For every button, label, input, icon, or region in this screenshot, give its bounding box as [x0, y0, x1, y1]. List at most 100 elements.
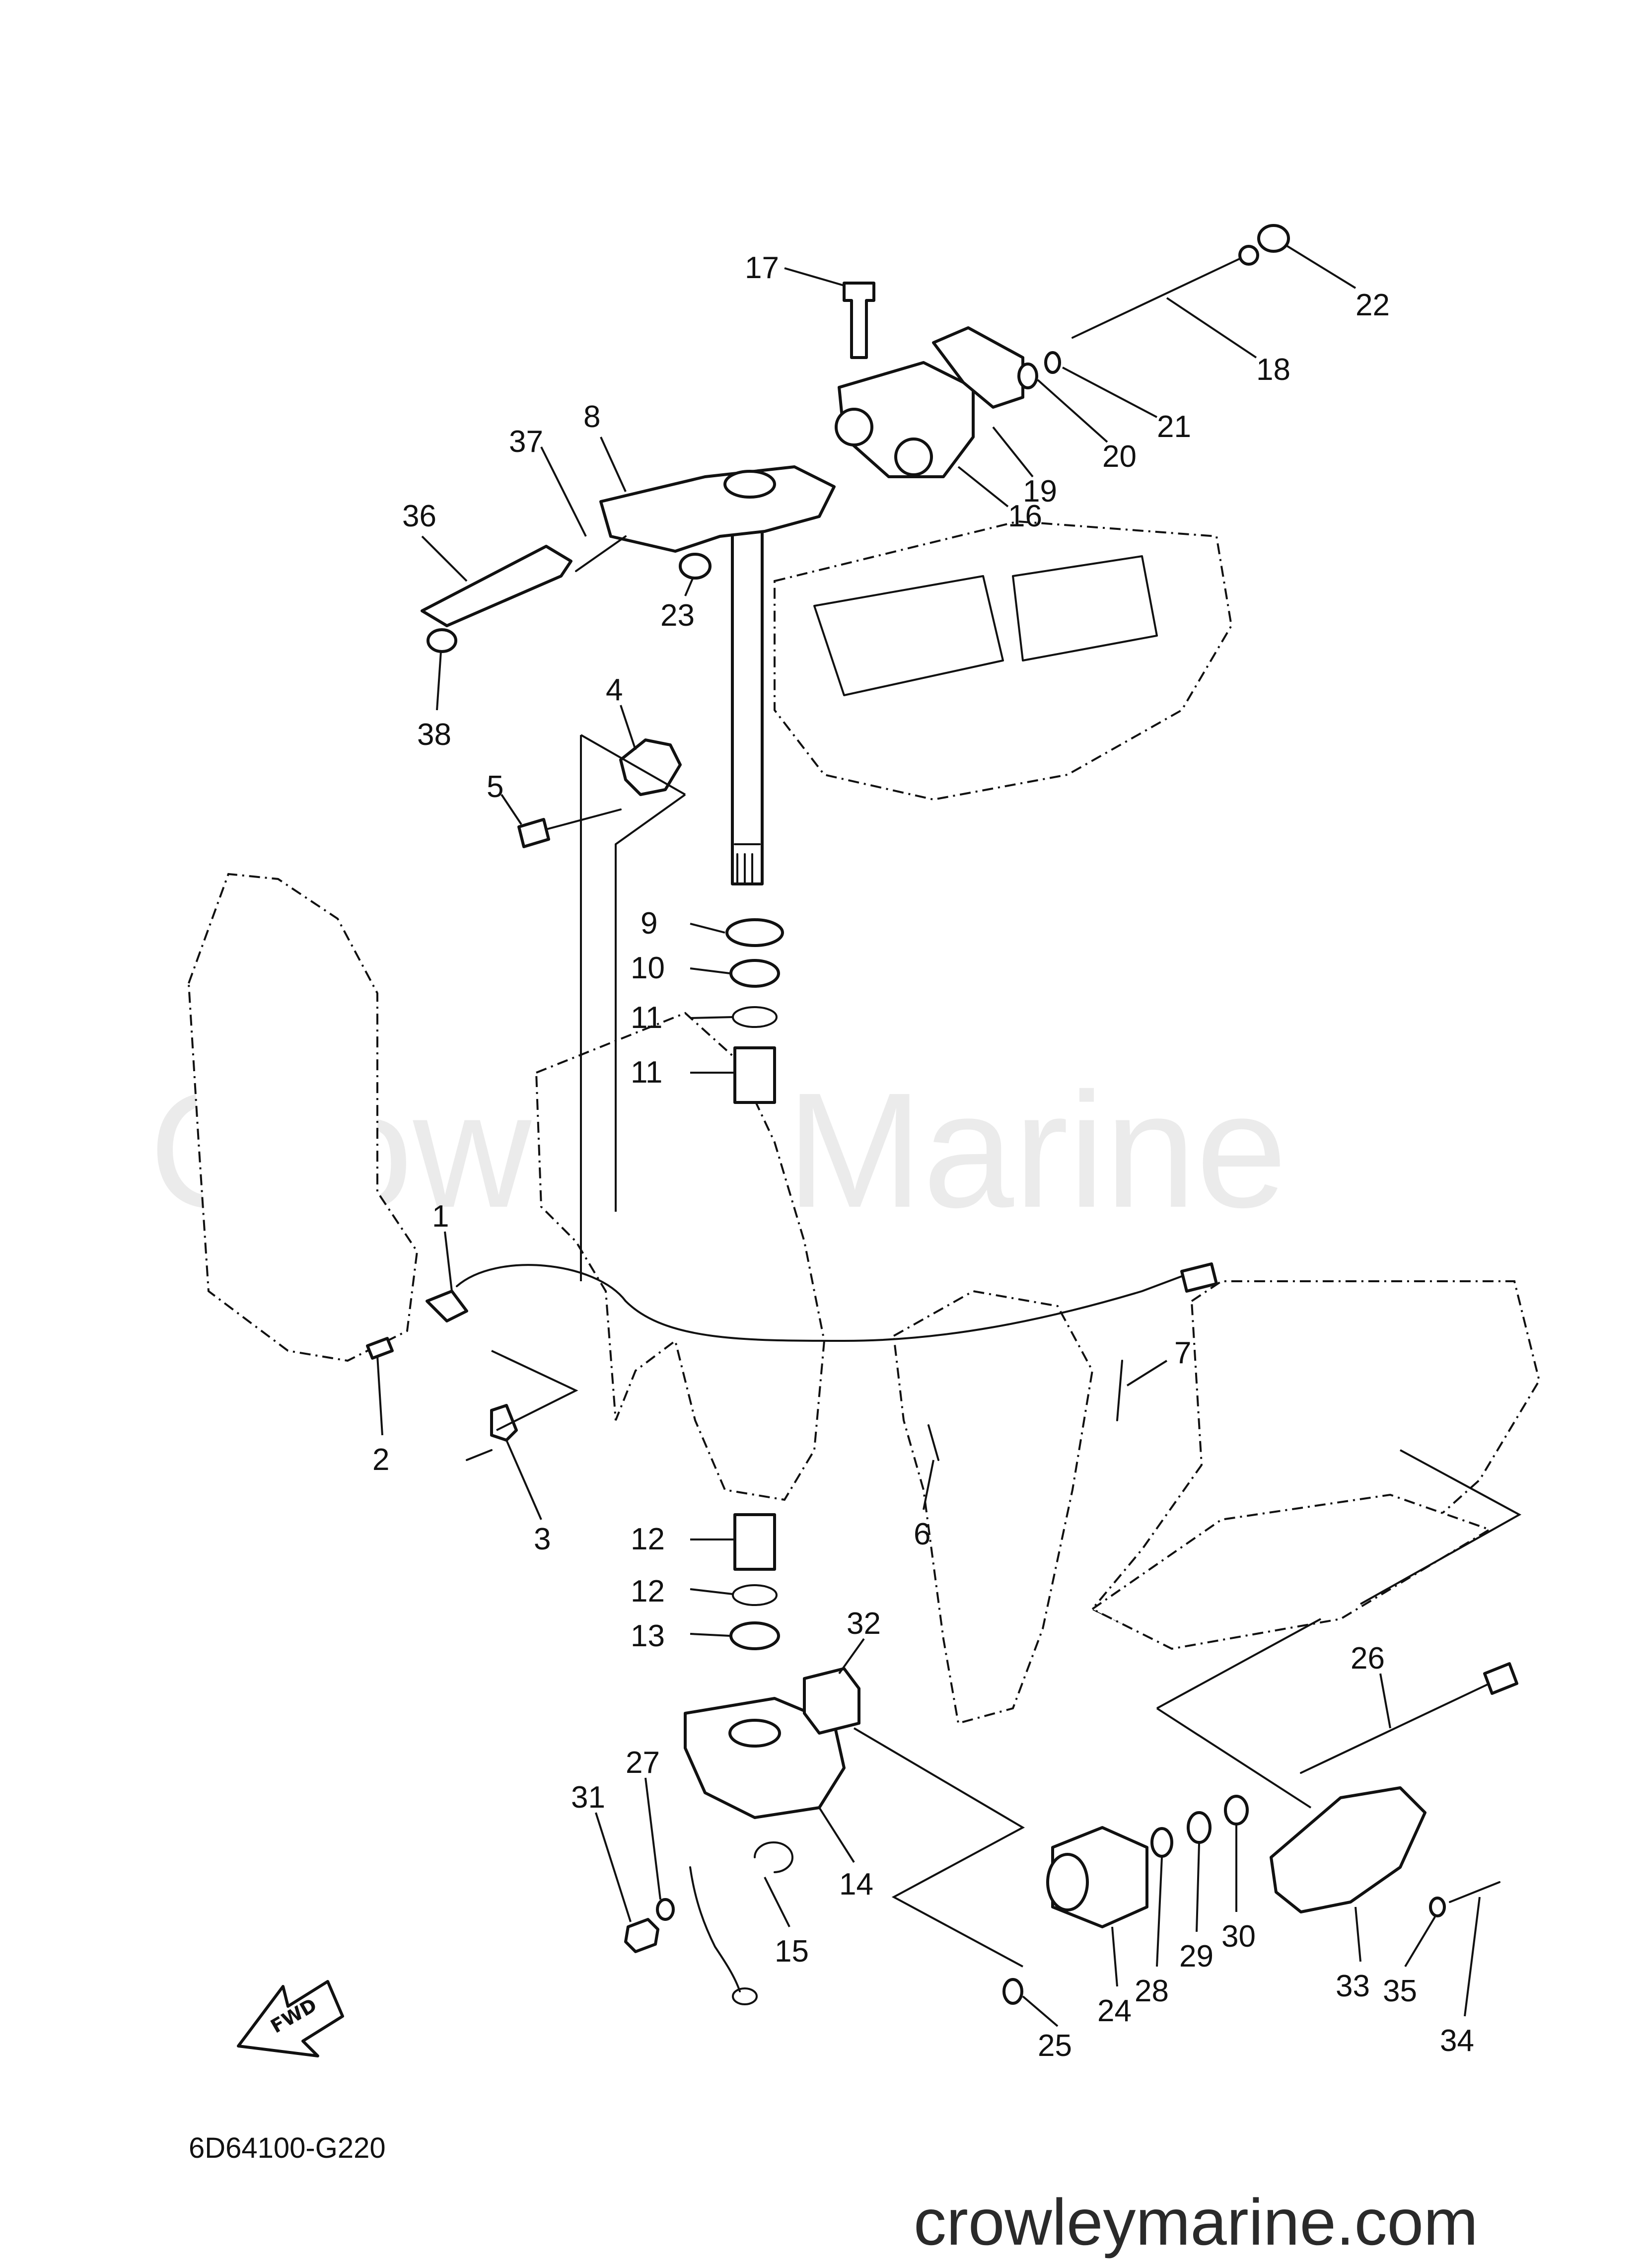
bottom-mount-bore: [728, 1719, 781, 1748]
group-3: [491, 1350, 578, 1431]
leader-20: [1037, 379, 1108, 443]
plate-19: [932, 326, 1024, 409]
website-url: crowleymarine.com: [914, 2186, 1478, 2259]
bushing-12-upper: [733, 1046, 776, 1104]
bushing-12-lower: [733, 1513, 776, 1571]
leader-10: [690, 967, 730, 974]
callout-28: 28: [1135, 1974, 1169, 2008]
seal-13: [729, 1621, 780, 1650]
leader-8: [600, 437, 627, 492]
callout-11-lower: 12: [631, 1574, 665, 1609]
cap-22: [1257, 224, 1290, 253]
leader-27: [644, 1777, 661, 1900]
washer-30: [1224, 1795, 1249, 1826]
leader-34: [1464, 1897, 1481, 2017]
bolt-26: [1300, 1683, 1491, 1774]
callout-12-upper: 11: [631, 1055, 662, 1090]
callout-2: 2: [372, 1443, 389, 1477]
washer-9: [725, 918, 784, 947]
callout-1: 1: [432, 1199, 449, 1234]
callout-32: 32: [847, 1607, 881, 1641]
leader-26: [1379, 1673, 1391, 1729]
leader-37: [540, 446, 587, 537]
washer-27: [656, 1898, 675, 1921]
group-lower-unit: [1360, 1449, 1522, 1605]
leader-38: [436, 651, 442, 711]
sensor-3: [466, 1449, 493, 1461]
background-outlines: [187, 520, 1541, 1725]
leader-24: [1111, 1926, 1118, 1987]
callout-10: 10: [631, 951, 665, 985]
leader-14: [818, 1807, 855, 1863]
callout-30: 30: [1221, 1919, 1256, 1954]
callout-7: 7: [1174, 1336, 1191, 1370]
group-4-5: [580, 734, 686, 1281]
upper-casing-detail: [813, 555, 1158, 696]
swivel-bracket: [535, 1012, 826, 1501]
washer-35: [1429, 1897, 1446, 1917]
shaft-splines: [734, 843, 761, 885]
leader-18: [1166, 297, 1257, 359]
callout-34: 34: [1440, 2024, 1474, 2058]
leader-31: [595, 1812, 632, 1922]
rubber-32: [803, 1667, 860, 1735]
bushing-16a: [835, 408, 873, 446]
leader-32: [838, 1638, 865, 1675]
callout-38: 38: [417, 718, 451, 752]
seal-10: [729, 959, 780, 988]
leader-23: [684, 578, 694, 596]
leader-lines: [376, 244, 1481, 2027]
drawing-code: 6D64100-G220: [189, 2132, 386, 2164]
bolt-17: [843, 282, 875, 359]
steering-arm: [599, 465, 836, 553]
callout-33: 33: [1336, 1969, 1370, 2003]
leader-16: [957, 466, 1009, 508]
leader-2: [376, 1355, 383, 1436]
mount-rubber-24-face: [1046, 1853, 1089, 1911]
leader-11a: [690, 1016, 733, 1019]
leader-28: [1156, 1857, 1163, 1967]
steering-arm-bore: [723, 470, 776, 499]
bushing-16b: [894, 438, 933, 476]
callout-17: 17: [745, 251, 779, 285]
left-clamp-bracket: [187, 873, 419, 1362]
cavitation-plate-outline: [1090, 1493, 1492, 1650]
leader-9: [690, 923, 725, 934]
callout-21: 21: [1157, 410, 1191, 444]
callout-24: 24: [1097, 1994, 1132, 2028]
rod-18: [1071, 252, 1252, 339]
leader-15: [764, 1877, 790, 1927]
clamp-3: [490, 1404, 518, 1442]
grease-nipple-1: [426, 1290, 468, 1322]
callout-9: 9: [641, 906, 657, 941]
leader-36: [421, 535, 468, 582]
mount-cover-33: [1270, 1786, 1427, 1913]
nut-23: [679, 553, 712, 580]
leader-19: [992, 426, 1034, 478]
leader-17: [784, 267, 845, 287]
callout-13: 13: [631, 1619, 665, 1653]
bolt-5-shank: [545, 808, 622, 830]
callout-23: 23: [660, 598, 695, 633]
leader-11b: [690, 1588, 733, 1595]
bolt-2: [366, 1337, 394, 1360]
callout-16: 16: [1008, 499, 1042, 533]
washer-29: [1187, 1811, 1212, 1844]
leader-22: [1285, 244, 1356, 289]
grouping-lines: [491, 734, 1522, 1968]
circlip-15: [754, 1841, 793, 1873]
callout-labels: 1 2 3 4 5 6 7 8 9 10 11 11 12 12 13 14 1…: [372, 251, 1474, 2063]
steering-shaft: [731, 525, 764, 885]
bracket-36: [421, 545, 572, 627]
o-ring-11-upper: [732, 1006, 778, 1028]
callout-6: 6: [914, 1517, 930, 1551]
nut-38: [427, 628, 457, 653]
nut-31: [624, 1918, 659, 1953]
callout-20: 20: [1102, 439, 1137, 474]
leader-1: [444, 1231, 453, 1292]
callout-11-upper: 11: [631, 1001, 662, 1035]
callout-35: 35: [1383, 1974, 1417, 2008]
clip-6: [928, 1424, 939, 1461]
callout-22: 22: [1356, 288, 1390, 322]
